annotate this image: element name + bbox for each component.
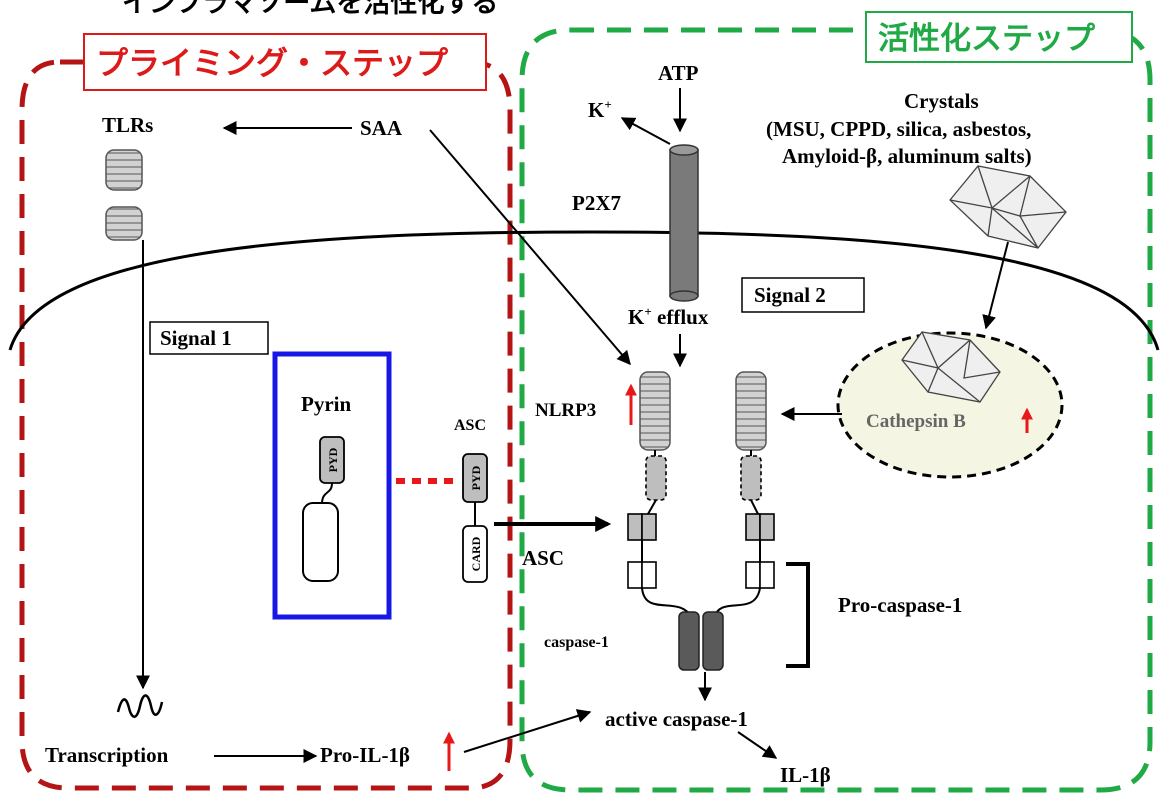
svg-text:PYD: PYD xyxy=(326,447,340,472)
pro-caspase-label: Pro-caspase-1 xyxy=(838,593,962,617)
nlrp3-left-link xyxy=(647,499,657,515)
nlrp3-right-pyd xyxy=(740,455,762,501)
pyrin-label: Pyrin xyxy=(301,392,351,416)
lysosome-crystal-icon xyxy=(901,331,1001,403)
pyrin-linker xyxy=(321,482,333,505)
svg-text:活性化ステップ: 活性化ステップ xyxy=(878,21,1096,57)
nlrp3-left-receptor-icon xyxy=(639,371,671,451)
tlr-receptor-icon xyxy=(105,149,143,241)
asc-pyd-domain: PYD xyxy=(462,453,488,503)
k-out-arrow xyxy=(620,117,671,145)
tlrs-label: TLRs xyxy=(102,113,153,137)
caspase1-label: caspase-1 xyxy=(544,634,609,651)
asc-left-card-icon xyxy=(627,513,657,541)
priming-step-region xyxy=(19,59,513,791)
k-efflux-label: K+ efflux xyxy=(628,304,709,329)
svg-text:プライミング・ステップ: プライミング・ステップ xyxy=(96,44,449,82)
nlrp3-right-link xyxy=(750,499,759,515)
crystal-uptake-arrow xyxy=(982,241,1009,330)
top-title: インフラマソームを活性化する xyxy=(122,0,498,19)
il1b-label: IL-1β xyxy=(780,763,831,787)
pyrin-pyd-domain: PYD xyxy=(319,436,345,484)
saa-label: SAA xyxy=(360,116,403,140)
k-label: K+ xyxy=(588,97,612,122)
cathepsin-b-label: Cathepsin B xyxy=(866,411,966,432)
svg-text:PYD: PYD xyxy=(469,465,483,490)
transcription-label: Transcription xyxy=(45,743,169,767)
priming-step-label: プライミング・ステップ xyxy=(83,33,487,91)
pro-il1b-label: Pro-IL-1β xyxy=(320,743,410,767)
activation-step-region xyxy=(519,27,1153,793)
caspase-dimer-icon xyxy=(678,611,724,671)
caspase-left-card-icon xyxy=(627,561,657,589)
nlrp3-left-pyd xyxy=(645,455,667,501)
p2x7-label: P2X7 xyxy=(572,191,621,215)
pro-caspase-bracket xyxy=(786,562,810,668)
nlrp3-label: NLRP3 xyxy=(535,400,596,421)
il1b-cleavage-arrow xyxy=(737,731,778,759)
lysosome-vesicle xyxy=(836,331,1064,479)
activation-step-label: 活性化ステップ xyxy=(865,11,1133,63)
cell-membrane xyxy=(8,230,1160,351)
asc-small-label: ASC xyxy=(454,417,486,434)
saa-to-nlrp3-arrow xyxy=(429,129,631,366)
nlrp3-right-receptor-icon xyxy=(735,371,767,451)
pyrin-body-domain xyxy=(302,502,339,582)
caspase-right-card-icon xyxy=(745,561,775,589)
crystals-list-line1: (MSU, CPPD, silica, asbestos, xyxy=(766,117,1031,141)
asc-right-card-icon xyxy=(745,513,775,541)
signal2-box: Signal 2 xyxy=(741,277,865,313)
pro-il1b-to-active-caspase-arrow xyxy=(463,709,592,753)
svg-text:CARD: CARD xyxy=(469,536,483,571)
signal1-box: Signal 1 xyxy=(149,321,269,355)
asc-card-domain: CARD xyxy=(462,525,488,583)
mrna-wave-icon xyxy=(116,694,164,718)
crystal-icon xyxy=(949,165,1067,249)
atp-label: ATP xyxy=(658,61,699,85)
asc-label: ASC xyxy=(522,546,564,570)
svg-text:Signal 2: Signal 2 xyxy=(754,283,826,307)
crystals-list-line2: Amyloid-β, aluminum salts) xyxy=(782,144,1032,168)
p2x7-channel-icon xyxy=(669,144,699,302)
svg-text:Signal 1: Signal 1 xyxy=(160,326,232,350)
crystals-title: Crystals xyxy=(904,89,979,113)
pyrin-box xyxy=(272,351,392,620)
active-caspase-label: active caspase-1 xyxy=(605,707,748,731)
